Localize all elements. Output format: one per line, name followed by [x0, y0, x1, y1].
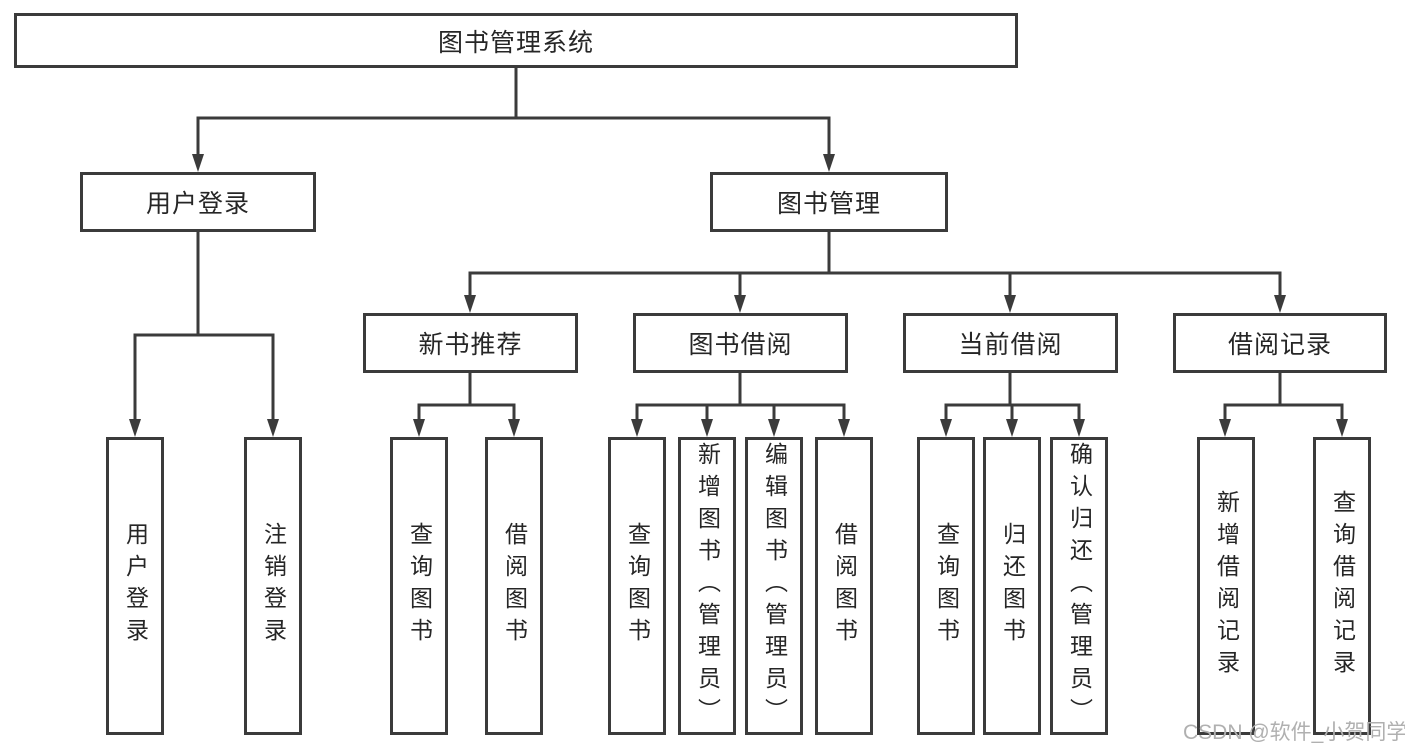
leaf-label: 查询借阅记录: [1329, 490, 1356, 682]
leaf-label: 查询图书: [933, 522, 960, 650]
arrowheads: [129, 154, 1348, 437]
leaf-add-book-admin: 新增图书（管理员）: [678, 437, 736, 735]
leaf-label: 查询图书: [624, 522, 651, 650]
leaf-confirm-return-admin: 确认归还（管理员）: [1050, 437, 1108, 735]
leaf-label: 归还图书: [999, 522, 1026, 650]
leaf-add-borrow-record: 新增借阅记录: [1197, 437, 1255, 735]
leaf-label: 查询图书: [406, 522, 433, 650]
leaf-label: 用户登录: [122, 522, 149, 650]
csdn-watermark: CSDN @软件_小贺同学: [1183, 721, 1405, 744]
node-label: 借阅记录: [1227, 331, 1332, 359]
leaf-return-books: 归还图书: [983, 437, 1041, 735]
leaf-label: 新增借阅记录: [1213, 490, 1240, 682]
node-label: 用户登录: [145, 190, 250, 218]
leaf-borrow-books-recommend: 借阅图书: [485, 437, 543, 735]
leaf-logout: 注销登录: [244, 437, 302, 735]
leaf-query-borrow-record: 查询借阅记录: [1313, 437, 1371, 735]
leaf-label: 新增图书（管理员）: [694, 442, 721, 730]
leaf-query-books-current: 查询图书: [917, 437, 975, 735]
node-label: 图书管理系统: [437, 28, 594, 57]
node-library-system: 图书管理系统: [14, 13, 1018, 68]
node-book-borrowing: 图书借阅: [633, 313, 848, 373]
leaf-label: 注销登录: [260, 522, 287, 650]
node-label: 当前借阅: [958, 331, 1063, 359]
node-current-borrowing: 当前借阅: [903, 313, 1118, 373]
leaf-label: 借阅图书: [831, 522, 858, 650]
node-label: 新书推荐: [418, 331, 523, 359]
node-new-book-recommend: 新书推荐: [363, 313, 578, 373]
leaf-user-login: 用户登录: [106, 437, 164, 735]
leaf-borrow-books-borrowing: 借阅图书: [815, 437, 873, 735]
node-label: 图书管理: [776, 190, 881, 218]
leaf-query-books-borrowing: 查询图书: [608, 437, 666, 735]
leaf-edit-book-admin: 编辑图书（管理员）: [745, 437, 803, 735]
leaf-query-books-recommend: 查询图书: [390, 437, 448, 735]
node-label: 图书借阅: [688, 331, 793, 359]
leaf-label: 编辑图书（管理员）: [761, 442, 788, 730]
node-borrowing-records: 借阅记录: [1173, 313, 1387, 373]
leaf-label: 借阅图书: [501, 522, 528, 650]
node-book-management: 图书管理: [710, 172, 948, 232]
leaf-label: 确认归还（管理员）: [1066, 442, 1093, 730]
node-user-login: 用户登录: [80, 172, 316, 232]
